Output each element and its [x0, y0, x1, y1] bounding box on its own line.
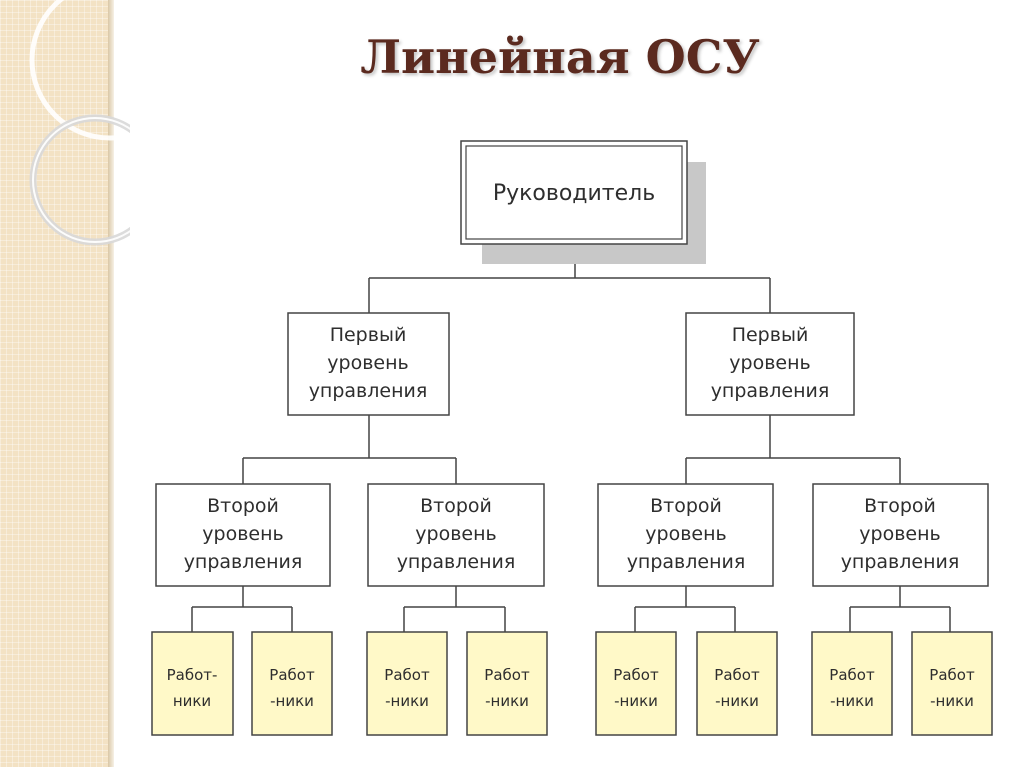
node-workers-6-label: Работ -ники — [714, 666, 760, 710]
label-line: -ники — [930, 692, 974, 710]
node-workers-5-label: Работ -ники — [613, 666, 659, 710]
label-line: управления — [184, 551, 303, 573]
label-line: Первый — [330, 324, 407, 346]
label-line: Второй — [420, 495, 492, 517]
node-workers-3-label: Работ -ники — [384, 666, 430, 710]
node-head: Руководитель — [460, 140, 706, 264]
node-head-label: Руководитель — [493, 181, 655, 206]
label-line: Второй — [650, 495, 722, 517]
node-second-level-2-label: Второй уровень управления — [397, 495, 516, 573]
node-first-level-left: Первый уровень управления — [287, 312, 450, 416]
node-workers-8: Работ -ники — [911, 631, 993, 736]
node-second-level-3: Второй уровень управления — [597, 483, 774, 587]
label-line: Работ — [929, 666, 975, 684]
node-workers-3: Работ -ники — [366, 631, 448, 736]
node-workers-1-label: Работ-ники — [167, 666, 218, 710]
label-line: уровень — [729, 352, 810, 374]
node-first-level-right: Первый уровень управления — [685, 312, 855, 416]
label-line: Руководитель — [493, 181, 655, 206]
label-line: -ники — [270, 692, 314, 710]
node-second-level-4-label: Второй уровень управления — [841, 495, 960, 573]
label-line: управления — [397, 551, 516, 573]
node-workers-2-label: Работ -ники — [269, 666, 315, 710]
label-line: Работ — [829, 666, 875, 684]
label-line: уровень — [327, 352, 408, 374]
node-second-level-1: Второй уровень управления — [155, 483, 331, 587]
decorative-circles — [29, 0, 130, 246]
sidebar-edge — [108, 0, 114, 767]
node-workers-8-label: Работ -ники — [929, 666, 975, 710]
label-line: уровень — [202, 523, 283, 545]
label-line: управления — [309, 380, 428, 402]
node-second-level-2: Второй уровень управления — [367, 483, 545, 587]
label-line: -ники — [614, 692, 658, 710]
label-line: Первый — [732, 324, 809, 346]
label-line: управления — [627, 551, 746, 573]
label-line: Работ- — [167, 666, 218, 684]
node-workers-4: Работ -ники — [466, 631, 548, 736]
node-workers-7: Работ -ники — [811, 631, 893, 736]
label-line: управления — [711, 380, 830, 402]
label-line: -ники — [485, 692, 529, 710]
node-first-level-right-label: Первый уровень управления — [711, 324, 830, 402]
label-line: Работ — [484, 666, 530, 684]
label-line: Второй — [864, 495, 936, 517]
node-workers-2: Работ -ники — [251, 631, 333, 736]
node-workers-7-label: Работ -ники — [829, 666, 875, 710]
node-workers-6: Работ -ники — [696, 631, 778, 736]
node-second-level-1-label: Второй уровень управления — [184, 495, 303, 573]
label-line: ники — [173, 692, 211, 710]
label-line: управления — [841, 551, 960, 573]
label-line: Работ — [384, 666, 430, 684]
label-line: -ники — [715, 692, 759, 710]
label-line: уровень — [645, 523, 726, 545]
label-line: Работ — [269, 666, 315, 684]
label-line: Работ — [714, 666, 760, 684]
label-line: Второй — [207, 495, 279, 517]
node-second-level-4: Второй уровень управления — [812, 483, 989, 587]
node-first-level-left-label: Первый уровень управления — [309, 324, 428, 402]
label-line: -ники — [385, 692, 429, 710]
node-workers-5: Работ -ники — [595, 631, 677, 736]
label-line: уровень — [415, 523, 496, 545]
label-line: -ники — [830, 692, 874, 710]
decorative-sidebar — [0, 0, 108, 767]
label-line: уровень — [859, 523, 940, 545]
node-workers-1: Работ-ники — [151, 631, 234, 736]
label-line: Работ — [613, 666, 659, 684]
node-second-level-3-label: Второй уровень управления — [627, 495, 746, 573]
slide-title: Линейная ОСУ — [360, 30, 760, 84]
node-workers-4-label: Работ -ники — [484, 666, 530, 710]
